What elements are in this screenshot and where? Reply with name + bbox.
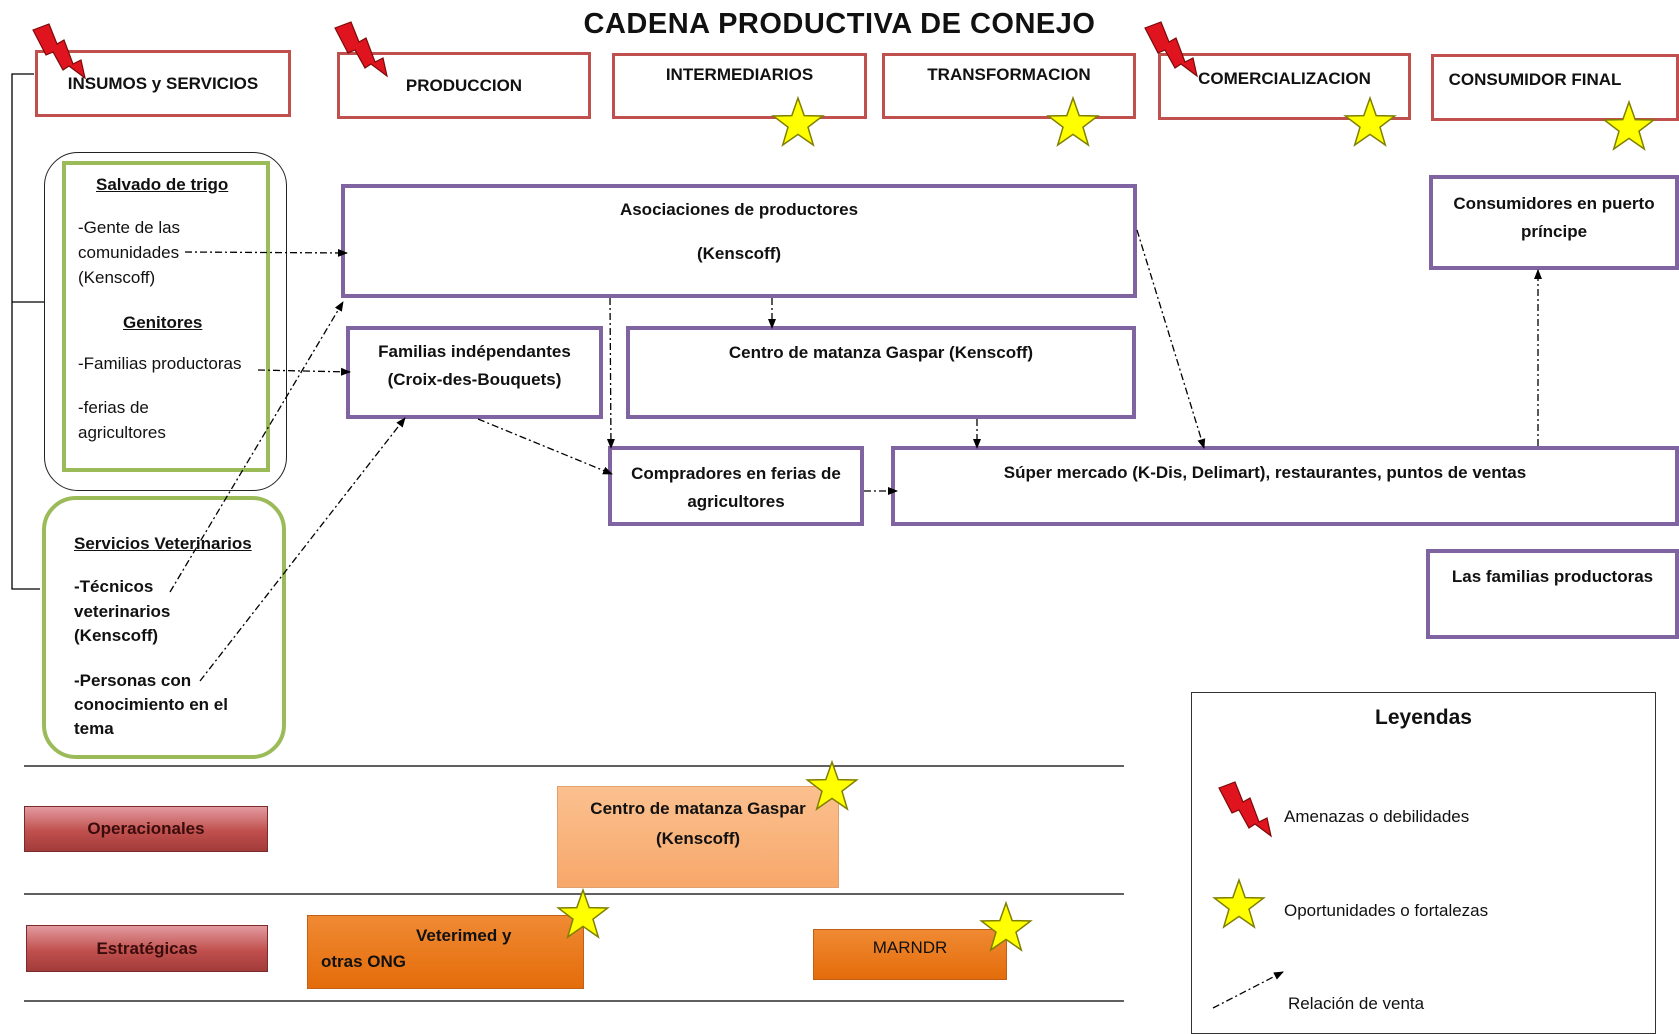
- legend-relacion: Relación de venta: [1288, 994, 1425, 1013]
- diagram-title: CADENA PRODUCTIVA DE CONEJO: [583, 8, 1096, 40]
- stage-label: INSUMOS y SERVICIOS: [67, 73, 259, 93]
- vet-line: -Personas con: [74, 671, 192, 690]
- node-centro-matanza: Centro de matanza Gaspar (Kenscoff): [626, 326, 1136, 419]
- legend-title: Leyendas: [1375, 706, 1472, 729]
- salvado-line: (Kenscoff): [78, 268, 156, 287]
- stage-consumidor-final: CONSUMIDOR FINAL: [1431, 54, 1679, 121]
- support-veterimed-line: Veterimed y: [416, 926, 512, 945]
- support-marndr-label: MARNDR: [872, 938, 948, 957]
- arrow-relation: [477, 418, 613, 475]
- stage-label: INTERMEDIARIOS: [665, 65, 814, 84]
- support-veterimed-line: otras ONG: [321, 952, 407, 971]
- legend-oportunidades: Oportunidades o fortalezas: [1284, 901, 1489, 920]
- left-bracket: [11, 73, 44, 590]
- arrow-relation: [606, 297, 615, 449]
- genitores-line: agricultores: [78, 423, 166, 442]
- arrow-relation: [1136, 229, 1206, 449]
- node-line: Asociaciones de productores: [619, 200, 859, 219]
- vet-line: -Técnicos: [74, 577, 154, 596]
- stage-comercializacion: COMERCIALIZACION: [1158, 53, 1411, 120]
- node-line: Compradores en ferias de: [631, 464, 841, 483]
- node-line: Centro de matanza Gaspar (Kenscoff): [728, 343, 1034, 362]
- node-line: príncipe: [1520, 222, 1588, 241]
- row-label-text: Estratégicas: [96, 938, 198, 958]
- node-line: Familias indépendantes: [378, 342, 571, 361]
- support-centro-matanza: [557, 786, 839, 888]
- node-line: Consumidores en puerto: [1453, 194, 1655, 213]
- stage-transformacion: TRANSFORMACION: [882, 53, 1136, 119]
- genitores-line: -ferias de: [78, 398, 149, 417]
- salvado-line: comunidades: [78, 243, 180, 262]
- node-consumidores: Consumidores en puerto príncipe: [1429, 175, 1679, 270]
- stage-label: CONSUMIDOR FINAL: [1448, 69, 1622, 89]
- genitores-line: -Familias productoras: [78, 354, 242, 373]
- stage-intermediarios: INTERMEDIARIOS: [612, 53, 867, 119]
- support-centro-line: Centro de matanza Gaspar: [590, 799, 806, 818]
- node-asociaciones: Asociaciones de productores (Kenscoff): [341, 184, 1137, 298]
- node-compradores: Compradores en ferias de agricultores: [608, 446, 864, 526]
- node-line: (Croix-des-Bouquets): [387, 370, 562, 389]
- vet-line: (Kenscoff): [74, 626, 159, 645]
- stage-label: PRODUCCION: [405, 75, 523, 95]
- vet-line: veterinarios: [74, 602, 171, 621]
- stage-label: TRANSFORMACION: [927, 65, 1091, 84]
- stage-label: COMERCIALIZACION: [1198, 68, 1371, 88]
- salvado-title: Salvado de trigo: [96, 175, 229, 194]
- node-line: (Kenscoff): [696, 244, 782, 263]
- node-super-mercado: Súper mercado (K-Dis, Delimart), restaur…: [891, 446, 1679, 526]
- node-line: Las familias productoras: [1451, 567, 1654, 586]
- legend-box: [1191, 692, 1656, 1034]
- node-familias-productoras: Las familias productoras: [1426, 549, 1679, 639]
- row-label-text: Operacionales: [87, 819, 205, 838]
- support-veterimed: [307, 915, 584, 989]
- salvado-line: -Gente de las: [78, 218, 181, 237]
- vet-line: conocimiento en el: [74, 695, 228, 714]
- node-line: agricultores: [687, 492, 785, 511]
- node-familias-independantes: Familias indépendantes (Croix-des-Bouque…: [346, 326, 603, 419]
- legend-amenazas: Amenazas o debilidades: [1284, 807, 1470, 826]
- node-line: Súper mercado (K-Dis, Delimart), restaur…: [1003, 463, 1527, 482]
- vet-title: Servicios Veterinarios: [74, 534, 252, 553]
- row-label-estrategicas: Estratégicas: [26, 925, 268, 972]
- stage-produccion: PRODUCCION: [337, 52, 591, 119]
- support-marndr: [813, 929, 1007, 980]
- genitores-title: Genitores: [123, 313, 203, 332]
- stage-insumos: INSUMOS y SERVICIOS: [35, 50, 291, 117]
- vet-line: tema: [74, 719, 114, 738]
- support-centro-line: (Kenscoff): [655, 829, 741, 848]
- row-label-operacionales: Operacionales: [24, 806, 268, 852]
